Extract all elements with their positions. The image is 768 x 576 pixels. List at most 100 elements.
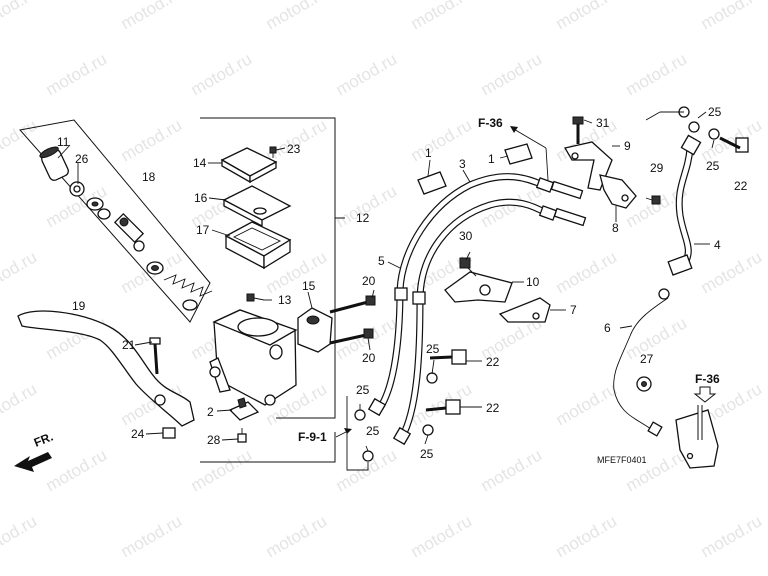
callout-25-f: 25 [420,447,434,461]
watermark-text: motod.ru [188,49,256,99]
banjo-bolt-part-22-c [719,136,749,153]
watermark-text: motod.ru [263,511,331,561]
callout-labels: 11 26 18 19 21 24 14 16 17 23 12 15 13 2… [57,105,748,461]
brake-pipe-part-6 [613,288,670,437]
nut-part-24 [162,427,176,439]
brake-hoses [376,173,550,439]
watermark-text: motod.ru [408,511,476,561]
watermark-text: motod.ru [0,379,40,429]
watermark-text: motod.ru [0,511,40,561]
callout-25-b: 25 [706,159,720,173]
callout-3: 3 [459,157,466,171]
screw-part-13 [246,293,265,302]
pivot-bolt-part-21 [149,337,161,375]
brake-lever-part-19 [17,310,195,427]
hose-fittings [367,177,587,446]
cup-part [146,261,164,275]
reference-arrow-f36-top [510,126,549,181]
callout-25-d: 25 [356,383,370,397]
piston-kit-parts [39,146,213,311]
callout-11: 11 [57,135,70,149]
reference-arrow-f91 [335,428,352,438]
watermark-text: motod.ru [43,49,111,99]
master-cylinder-body [209,309,298,406]
watermark-text: motod.ru [0,115,40,165]
watermark-text: motod.ru [623,445,691,495]
screw-part-28 [237,428,247,443]
watermark-text: motod.ru [553,0,621,33]
callout-18: 18 [142,170,156,184]
ref-f91: F-9-1 [298,430,327,444]
callout-15: 15 [302,279,316,293]
watermark-text: motod.ru [0,0,40,33]
watermark-text: motod.ru [118,115,186,165]
callout-22-c: 22 [734,179,748,193]
watermark-text: motod.ru [478,49,546,99]
callout-16: 16 [194,191,208,205]
holder-part-10 [444,271,513,303]
bolt-part-20-lower [329,328,374,345]
banjo-bolt-part-22-a [426,349,467,384]
watermark-text: motod.ru [188,445,256,495]
watermark-text: motod.ru [43,445,111,495]
watermark-text: motod.ru [623,313,691,363]
bolt-part-20-upper [329,295,376,314]
callout-25-e: 25 [366,424,380,438]
callout-20-lower: 20 [362,351,376,365]
watermark-text: motod.ru [698,247,766,297]
watermark-text: motod.ru [698,511,766,561]
reference-arrow-f36-right [693,386,717,403]
spring-part [163,274,213,311]
front-direction-arrow [14,452,52,472]
watermark-text: motod.ru [553,379,621,429]
switch-part-2 [228,397,260,421]
watermark-text: motod.ru [263,0,331,33]
callout-9: 9 [624,139,631,153]
callout-30: 30 [459,229,473,243]
plate-part-16 [222,185,292,228]
bracket-part-8 [599,174,637,209]
washer-part [86,197,111,220]
callout-19: 19 [72,299,86,313]
boot-part-11 [39,146,69,181]
callout-22-b: 22 [486,401,500,415]
callout-1-left: 1 [425,146,432,160]
watermark-text: motod.ru [698,0,766,33]
clamp-holder-part-15 [297,307,333,353]
callout-21: 21 [122,338,136,352]
callout-26: 26 [75,152,89,166]
callout-8: 8 [612,221,619,235]
stay-part-7 [498,297,551,323]
ref-f36-right: F-36 [695,372,720,386]
watermark-text: motod.ru [553,247,621,297]
callout-22-a: 22 [486,355,500,369]
master-cylinder-group-box [200,117,345,463]
callout-10: 10 [526,275,540,289]
callout-31: 31 [596,116,610,130]
clip-part-27 [636,376,652,392]
reference-labels: F-36 F-9-1 F-36 FR. MFE7F0401 [32,116,720,465]
cap-part-14 [220,147,278,184]
ref-f36-top: F-36 [478,116,503,130]
callout-13: 13 [278,293,292,307]
brake-hose-part-4 [667,134,702,276]
watermark-text: motod.ru [118,0,186,33]
leader-lines [57,111,715,471]
callout-29: 29 [650,161,664,175]
reservoir-cap-stack [220,146,292,270]
bolt-part-31 [572,116,584,144]
bolt-part-30 [459,257,477,277]
callout-17: 17 [196,223,210,237]
callout-5: 5 [378,254,385,268]
callout-6: 6 [604,321,611,335]
piston-part [113,212,145,252]
banjo-bolt-part-22-b [422,399,461,436]
callout-1-right: 1 [488,152,495,166]
diagram-code: MFE7F0401 [597,455,647,465]
watermark-text: motod.ru [333,49,401,99]
watermark-text: motod.ru [0,247,40,297]
watermark-text: motod.ru [623,49,691,99]
callout-7: 7 [570,303,577,317]
